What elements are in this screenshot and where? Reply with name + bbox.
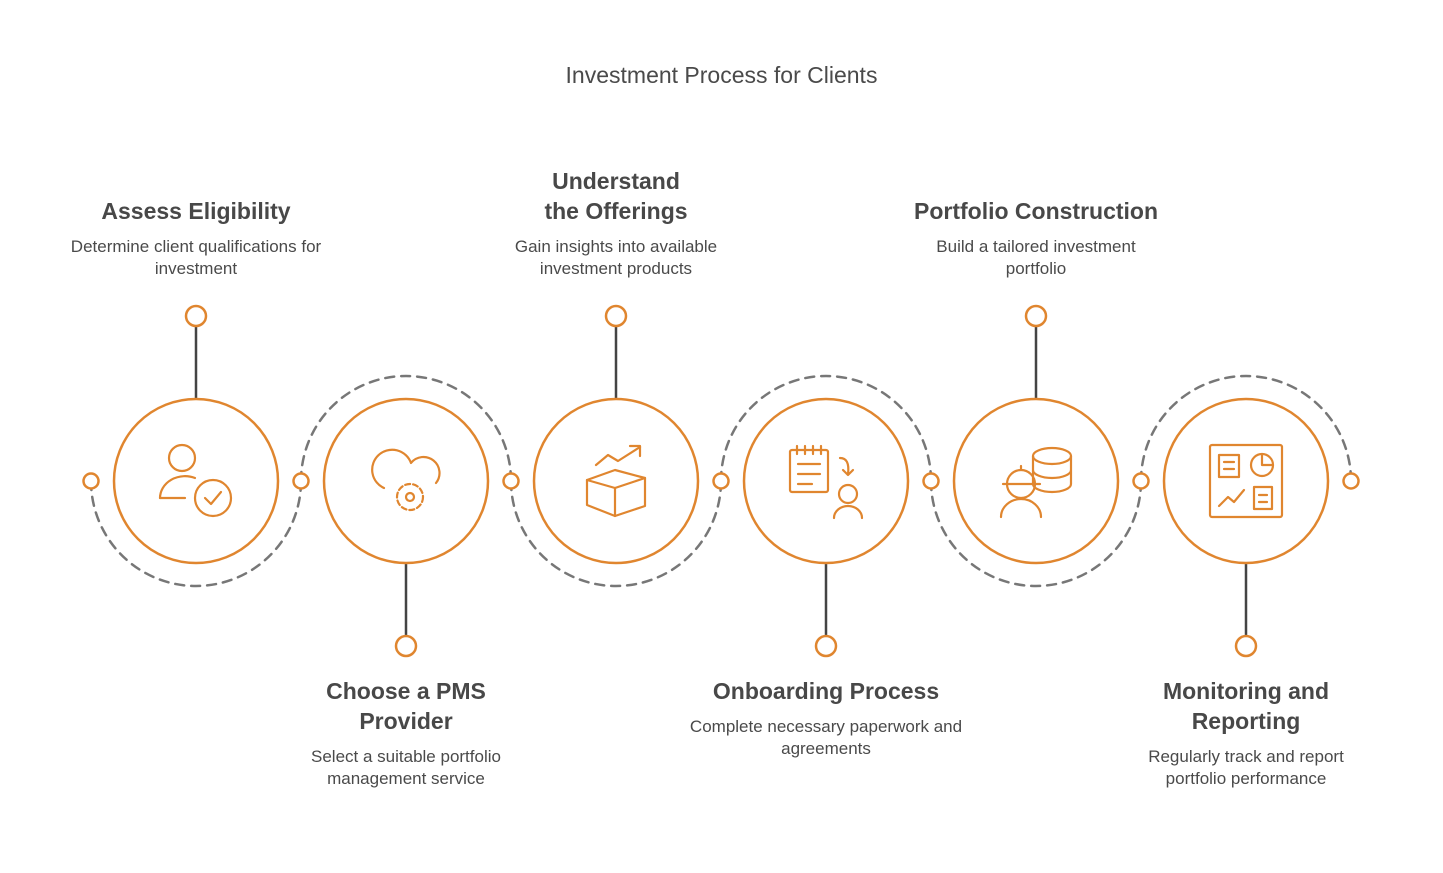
user-database-icon [999,446,1073,519]
step-description: Select a suitable portfolio management s… [311,747,501,788]
box-growth-icon [585,444,647,518]
dashed-arc [89,479,303,588]
small-nodes [82,304,1360,658]
user-check-icon [158,443,233,518]
step-circles [112,397,1330,565]
step-description: Gain insights into available investment … [514,237,718,278]
step-title: Assess Eligibility [101,198,291,224]
dashed-arc [1139,374,1353,483]
step-title: Monitoring and Reporting [1162,678,1330,734]
dashed-arc [509,479,723,588]
step-title: Portfolio Construction [913,198,1159,224]
dashed-arc [929,479,1143,588]
dashboard-icon [1208,443,1284,519]
document-user-icon [788,444,864,520]
step-description: Regularly track and report portfolio per… [1148,747,1344,788]
dashed-arc [299,374,513,483]
step-description: Build a tailored investment portfolio [936,237,1136,278]
step-description: Determine client qualifications for inve… [70,237,322,278]
connectors [194,323,1248,639]
diagram-title: Investment Process for Clients [565,62,878,88]
step-title: Onboarding Process [712,678,940,704]
dashed-arc [719,374,933,483]
step-title: Understand the Offerings [544,168,688,224]
step-description: Complete necessary paperwork and agreeme… [689,717,963,758]
cloud-gear-icon [371,448,441,512]
step-title: Choose a PMS Provider [326,678,486,734]
dashed-arcs [89,374,1353,588]
